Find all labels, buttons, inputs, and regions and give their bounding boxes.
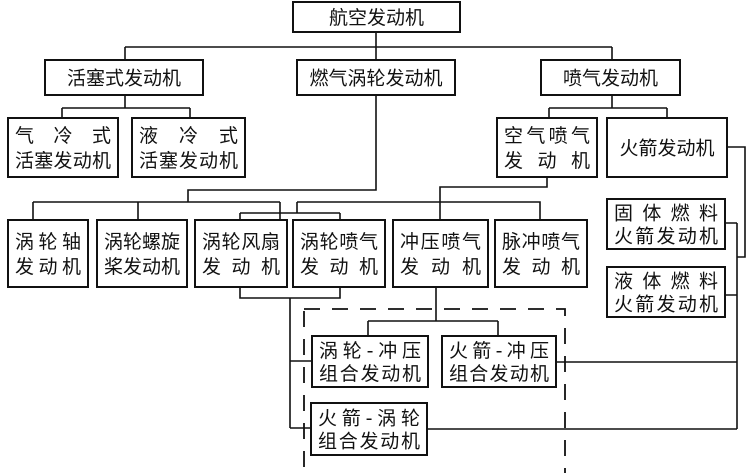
node-box	[194, 219, 288, 288]
node-label-line: 气冷式	[15, 125, 111, 147]
node-label-line: 活塞发动机	[139, 150, 238, 172]
node-label-line: 喷气发动机	[563, 68, 658, 90]
node-box	[540, 59, 681, 96]
node-label-line: 涡轮螺旋	[104, 231, 180, 253]
node-box	[606, 266, 726, 318]
node-label-line: 涡轮-冲压	[319, 340, 421, 362]
node-label-line: 发动机	[502, 256, 580, 278]
node-label-line: 组合发动机	[449, 363, 549, 385]
node-label-line: 发动机	[300, 256, 378, 278]
node-label-line: 火箭发动机	[619, 138, 714, 160]
node-label-line: 火箭-冲压	[449, 340, 549, 362]
node-box	[96, 219, 188, 288]
node-box	[131, 117, 246, 178]
node-label-line: 液冷式	[139, 125, 238, 147]
node-label-line: 活塞式发动机	[67, 68, 181, 90]
node-label-line: 发动机	[504, 150, 590, 172]
node-piston: 活塞式发动机	[44, 59, 204, 96]
node-label-line: 火箭-涡轮	[318, 408, 420, 430]
node-box	[296, 59, 456, 96]
node-label-line: 发动机	[202, 256, 280, 278]
node-label-line: 涡轮轴	[15, 231, 81, 253]
node-label-line: 火箭发动机	[614, 226, 718, 248]
node-jet: 喷气发动机	[540, 59, 681, 96]
node-label-line: 涡轮喷气	[300, 231, 378, 253]
node-box	[7, 219, 89, 288]
node-label-line: 冲压喷气	[400, 231, 481, 253]
node-box	[7, 117, 119, 178]
connector-lines	[32, 32, 746, 430]
node-label-line: 活塞发动机	[15, 150, 111, 172]
node-label-line: 发动机	[15, 256, 81, 278]
node-rocket: 火箭发动机	[606, 117, 728, 178]
node-label-line: 火箭发动机	[614, 294, 718, 316]
node-box	[311, 335, 429, 388]
node-box	[292, 1, 461, 33]
node-box	[606, 198, 726, 250]
node-label-line: 发动机	[400, 256, 481, 278]
node-label-line: 脉冲喷气	[502, 231, 580, 253]
combined-engines-dashed-group	[303, 308, 566, 473]
node-label-line: 涡轮风扇	[202, 231, 280, 253]
node-label-line: 桨发动机	[104, 256, 180, 278]
node-root: 航空发动机	[292, 1, 461, 33]
node-gas-turbine: 燃气涡轮发动机	[296, 59, 456, 96]
node-label-line: 组合发动机	[319, 363, 421, 385]
node-box	[292, 219, 386, 288]
node-box	[44, 59, 204, 96]
node-label-line: 组合发动机	[318, 431, 420, 453]
node-box	[494, 219, 588, 288]
node-box	[310, 402, 428, 456]
node-box	[392, 219, 489, 288]
node-label-line: 航空发动机	[329, 7, 424, 29]
node-box	[441, 335, 557, 388]
node-box	[496, 117, 598, 178]
node-label-line: 燃气涡轮发动机	[309, 68, 442, 90]
node-box	[606, 117, 728, 178]
